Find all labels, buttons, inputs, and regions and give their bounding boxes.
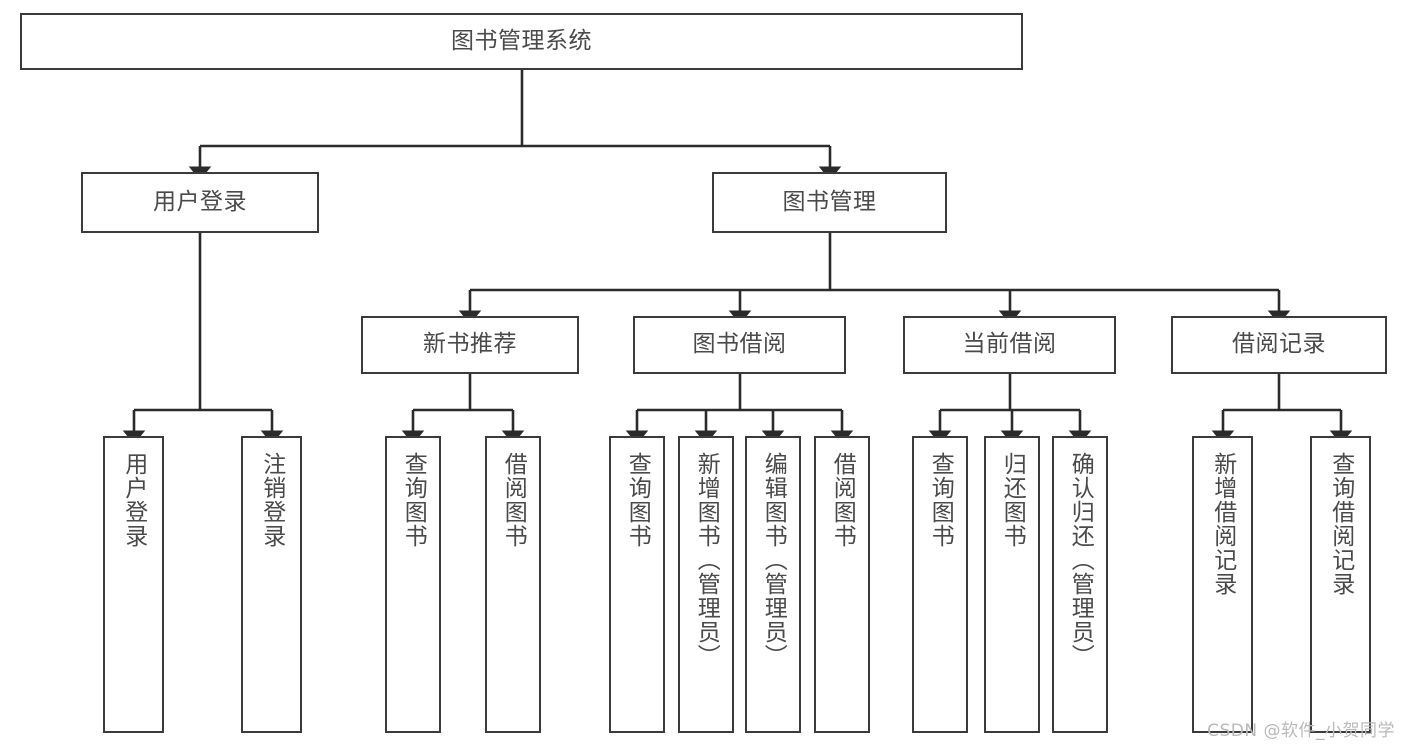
- node-leaf-add-book[interactable]: 新增图书（管理员）: [678, 436, 734, 733]
- node-label: 图书借阅: [692, 331, 787, 358]
- node-book-mgmt[interactable]: 图书管理: [712, 172, 947, 233]
- node-label: 当前借阅: [962, 331, 1057, 358]
- node-leaf-query-book-2[interactable]: 查询图书: [609, 436, 665, 733]
- node-label: 查询图书: [400, 452, 427, 548]
- watermark: CSDN @软件_小贺同学: [1207, 721, 1395, 741]
- node-user-login[interactable]: 用户登录: [81, 172, 319, 233]
- node-leaf-borrow-book-2[interactable]: 借阅图书: [814, 436, 870, 733]
- node-label: 归还图书: [999, 452, 1026, 548]
- node-label: 新书推荐: [423, 331, 517, 358]
- node-borrow-record[interactable]: 借阅记录: [1171, 316, 1387, 374]
- node-leaf-confirm-return[interactable]: 确认归还（管理员）: [1052, 436, 1108, 733]
- node-label: 图书管理: [782, 188, 877, 215]
- node-leaf-borrow-book-1[interactable]: 借阅图书: [485, 436, 541, 733]
- node-leaf-return-book[interactable]: 归还图书: [984, 436, 1040, 733]
- node-book-borrow[interactable]: 图书借阅: [633, 316, 846, 374]
- node-leaf-query-book-1[interactable]: 查询图书: [385, 436, 441, 733]
- node-label: 确认归还（管理员）: [1067, 452, 1094, 668]
- node-label: 新增借阅记录: [1209, 452, 1236, 596]
- node-leaf-user-logout[interactable]: 注销登录: [241, 436, 302, 733]
- node-label: 用户登录: [120, 452, 147, 548]
- node-label: 查询图书: [624, 452, 651, 548]
- node-current-borrow[interactable]: 当前借阅: [903, 316, 1116, 374]
- node-label: 图书管理系统: [451, 27, 592, 54]
- node-leaf-add-record[interactable]: 新增借阅记录: [1192, 436, 1253, 733]
- node-leaf-user-login[interactable]: 用户登录: [103, 436, 164, 733]
- node-label: 新增图书（管理员）: [693, 452, 720, 668]
- node-label: 借阅图书: [500, 452, 527, 548]
- node-leaf-edit-book[interactable]: 编辑图书（管理员）: [745, 436, 801, 733]
- node-label: 查询图书: [927, 452, 954, 548]
- node-label: 借阅图书: [829, 452, 856, 548]
- node-new-book-rec[interactable]: 新书推荐: [361, 316, 579, 374]
- node-label: 注销登录: [258, 452, 285, 548]
- node-label: 借阅记录: [1232, 331, 1326, 358]
- node-leaf-query-record[interactable]: 查询借阅记录: [1310, 436, 1371, 733]
- node-leaf-query-book-3[interactable]: 查询图书: [912, 436, 968, 733]
- node-label: 编辑图书（管理员）: [760, 452, 787, 668]
- node-label: 用户登录: [153, 188, 247, 215]
- node-label: 查询借阅记录: [1327, 452, 1354, 596]
- node-root[interactable]: 图书管理系统: [20, 13, 1023, 70]
